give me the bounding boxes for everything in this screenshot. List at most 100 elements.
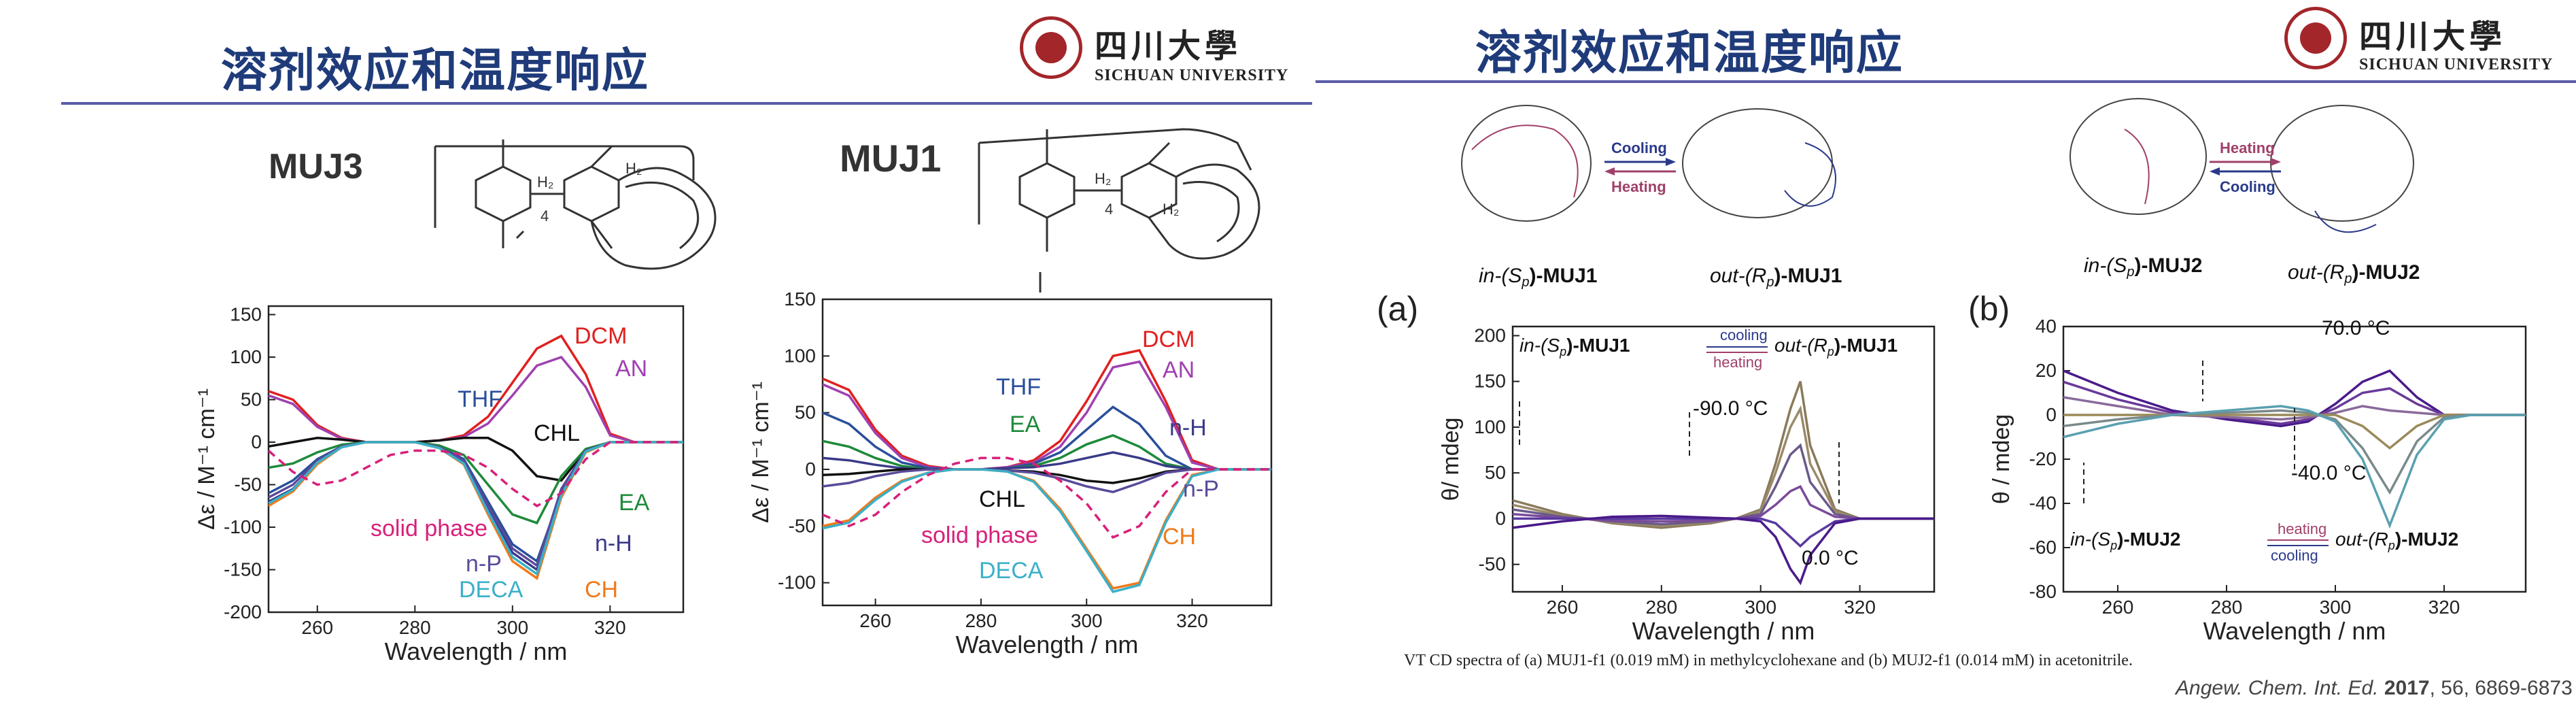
muj1-label: MUJ1 <box>840 137 942 180</box>
y-tick-label: 0 <box>805 458 816 480</box>
series-label-ch: CH <box>585 577 618 603</box>
seal-icon <box>1020 16 1082 79</box>
series-line-deca <box>268 441 683 576</box>
y-tick-label: 150 <box>784 288 816 310</box>
reaction-schemes: Cooling Heating Heating Cooling in-(Sp)-… <box>1461 98 2420 290</box>
x-tick-label: 260 <box>1547 597 1579 618</box>
series-label-solid-phase: solid phase <box>921 522 1038 548</box>
slide-title: 溶剂效应和温度响应 <box>221 44 650 98</box>
x-tick-label: 260 <box>2102 597 2134 618</box>
y-tick-label: 100 <box>784 345 816 366</box>
logo-english-name: SICHUAN UNIVERSITY <box>1095 67 1289 84</box>
citation-journal: Angew. Chem. Int. Ed. <box>2176 677 2379 699</box>
series-label-chl: CHL <box>534 420 580 446</box>
y-tick-label: 20 <box>2036 360 2057 381</box>
y-tick-label: -150 <box>224 559 262 580</box>
x-tick-label: 260 <box>859 610 891 631</box>
x-tick-label: 300 <box>1745 597 1776 618</box>
y-tick-label: 40 <box>2036 316 2057 337</box>
svg-text:4: 4 <box>1105 201 1113 218</box>
in-muj1-molecule-icon <box>1461 105 1592 222</box>
scheme-label-in-muj1: in-(Sp)-MUJ1 <box>1479 265 1597 290</box>
figure-caption: VT CD spectra of (a) MUJ1-f1 (0.019 mM) … <box>1404 652 2133 669</box>
series-line-dcm <box>822 349 1271 471</box>
y-axis-label: θ/ mdeg <box>1438 418 1464 501</box>
x-tick-label: 300 <box>496 617 528 638</box>
x-tick-label: 280 <box>2211 597 2243 618</box>
series-line-an <box>268 355 683 444</box>
y-tick-label: 0 <box>1495 507 1506 529</box>
y-tick-label: -200 <box>224 601 262 622</box>
svg-text:heating: heating <box>1713 354 1762 371</box>
y-tick-label: 100 <box>230 346 262 367</box>
scheme2-backward-label: Cooling <box>2220 178 2276 195</box>
scheme2-forward-label: Heating <box>2220 139 2275 156</box>
x-tick-label: 320 <box>1176 610 1208 631</box>
y-tick-label: -20 <box>2029 448 2057 469</box>
x-tick-label: 300 <box>2320 597 2352 618</box>
x-tick-label: 280 <box>399 617 431 638</box>
seal-icon <box>2284 7 2347 69</box>
x-tick-label: 320 <box>594 617 626 638</box>
scheme-label-out-muj1: out-(Rp)-MUJ1 <box>1710 265 1842 290</box>
series-label-deca: DECA <box>459 577 523 603</box>
y-tick-label: 0 <box>251 431 262 452</box>
logo-english-name: SICHUAN UNIVERSITY <box>2359 56 2554 73</box>
panel-b-label: (b) <box>1968 290 2010 328</box>
svg-text:out-(Rp)-MUJ1: out-(Rp)-MUJ1 <box>1774 335 1897 358</box>
temp-label-high: 70.0 °C <box>2322 317 2390 339</box>
y-tick-label: 0 <box>2046 404 2057 425</box>
series-label-n-p: n-P <box>466 551 502 577</box>
svg-text:cooling: cooling <box>1720 327 1768 344</box>
y-tick-label: -40 <box>2029 492 2057 514</box>
svg-text:heating: heating <box>2278 520 2326 537</box>
series-label-an: AN <box>615 356 647 382</box>
svg-text:in-(Sp)-MUJ1: in-(Sp)-MUJ1 <box>1519 335 1630 358</box>
series-line-deca <box>822 468 1271 594</box>
title-rule <box>61 102 1312 105</box>
y-tick-label: 50 <box>1485 462 1506 483</box>
series-label-deca: DECA <box>979 558 1044 584</box>
left-slide: 溶剂效应和温度响应 四川大學 SICHUAN UNIVERSITY MUJ3 M… <box>61 10 1312 665</box>
plot-frame <box>821 298 1273 607</box>
scheme-label-out-muj2: out-(Rp)-MUJ2 <box>2288 261 2420 286</box>
temp-label-high: 0.0 °C <box>1802 547 1859 569</box>
series-line-5 <box>1512 514 1934 586</box>
y-tick-label: -60 <box>2029 537 2057 558</box>
y-tick-label: 200 <box>1474 324 1506 346</box>
muj3-label: MUJ3 <box>269 147 363 186</box>
svg-text:in-(Sp)-MUJ2: in-(Sp)-MUJ2 <box>2070 529 2180 552</box>
series-label-ea: EA <box>1010 412 1041 437</box>
x-axis-label: Wavelength / nm <box>1632 617 1815 645</box>
series-label-chl: CHL <box>979 486 1025 512</box>
muj3-structure-diagram: H₂ H₂ 4 <box>434 139 717 270</box>
svg-text:4: 4 <box>540 207 549 224</box>
x-axis-label: Wavelength / nm <box>956 631 1139 658</box>
out-muj1-molecule-icon <box>1682 108 1833 218</box>
temp-label-low: -90.0 °C <box>1693 397 1768 420</box>
x-axis-label: Wavelength / nm <box>2203 617 2386 645</box>
temp-arrows <box>2083 361 2295 503</box>
series-line-5 <box>2063 405 2526 529</box>
scheme1-forward-label: Cooling <box>1611 139 1667 156</box>
svg-text:H₂: H₂ <box>1095 170 1111 187</box>
title-rule <box>1316 80 2576 83</box>
plot-frame <box>1511 325 1936 593</box>
logo-chinese-name: 四川大學 <box>2359 18 2507 56</box>
muj1-structure-diagram: H₂ H₂ 4 <box>978 128 1260 292</box>
x-tick-label: 300 <box>1071 610 1103 631</box>
out-muj2-molecule-icon <box>2270 105 2414 222</box>
y-tick-label: 50 <box>241 389 262 410</box>
series-line-4 <box>1513 517 1934 548</box>
svg-text:H₂: H₂ <box>625 160 642 177</box>
series-label-ea: EA <box>619 490 650 516</box>
y-axis-label: θ / mdeg <box>1989 414 2014 504</box>
in-muj2-molecule-icon <box>2070 98 2207 215</box>
university-logo: 四川大學 SICHUAN UNIVERSITY <box>1020 10 1305 91</box>
y-tick-label: 150 <box>230 304 262 325</box>
